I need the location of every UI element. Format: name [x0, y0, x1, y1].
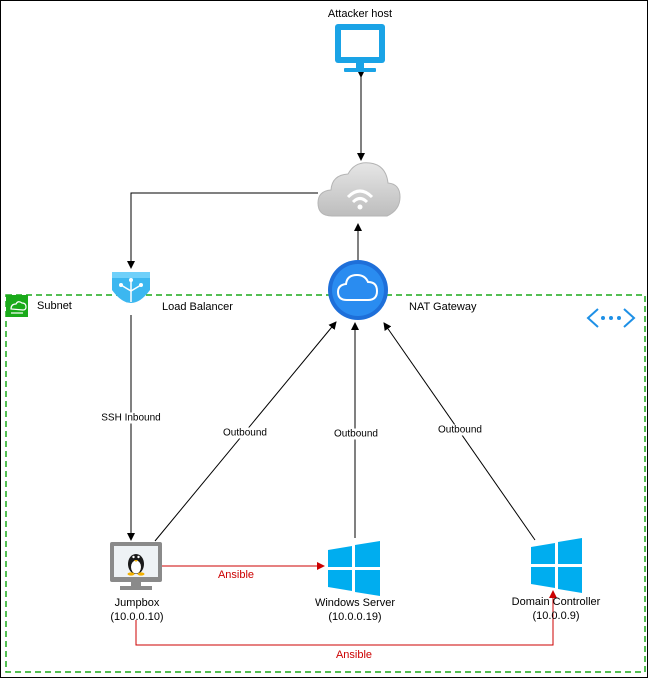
ansible-windows-label: Ansible [215, 569, 257, 581]
linux-jumpbox-icon [110, 542, 162, 590]
load-balancer-label: Load Balancer [162, 301, 233, 313]
domain-controller-name: Domain Controller [511, 596, 601, 608]
domain-controller-icon [531, 538, 582, 593]
outbound-windows-label: Outbound [332, 428, 380, 440]
edge-internet-loadbalancer [127, 192, 318, 269]
subnet-label: Subnet [37, 300, 72, 312]
jumpbox-ip: (10.0.0.10) [110, 611, 164, 623]
attacker-host-label: Attacker host [327, 8, 393, 20]
windows-server-label: Windows Server (10.0.0.19) [315, 596, 395, 624]
outbound-jumpbox-label: Outbound [221, 427, 269, 439]
windows-server-icon [328, 541, 380, 596]
jumpbox-name: Jumpbox [114, 597, 160, 609]
load-balancer-icon [112, 272, 150, 303]
edge-ansible-dc [135, 590, 557, 646]
subnet-icon [6, 295, 28, 317]
windows-server-name: Windows Server [314, 597, 396, 609]
outbound-dc-label: Outbound [436, 424, 484, 436]
internet-cloud-icon [317, 162, 401, 217]
domain-controller-ip: (10.0.0.9) [532, 610, 580, 622]
subnet-boundary [5, 294, 646, 673]
nat-gateway-icon [328, 260, 388, 320]
monitor-icon [335, 24, 385, 72]
jumpbox-label: Jumpbox (10.0.0.10) [110, 596, 163, 624]
vnet-icon [586, 308, 636, 328]
nat-gateway-label: NAT Gateway [409, 301, 477, 313]
ssh-inbound-label: SSH Inbound [99, 412, 163, 424]
windows-server-ip: (10.0.0.19) [328, 611, 382, 623]
domain-controller-label: Domain Controller (10.0.0.9) [512, 595, 601, 623]
ansible-dc-label: Ansible [333, 649, 375, 661]
